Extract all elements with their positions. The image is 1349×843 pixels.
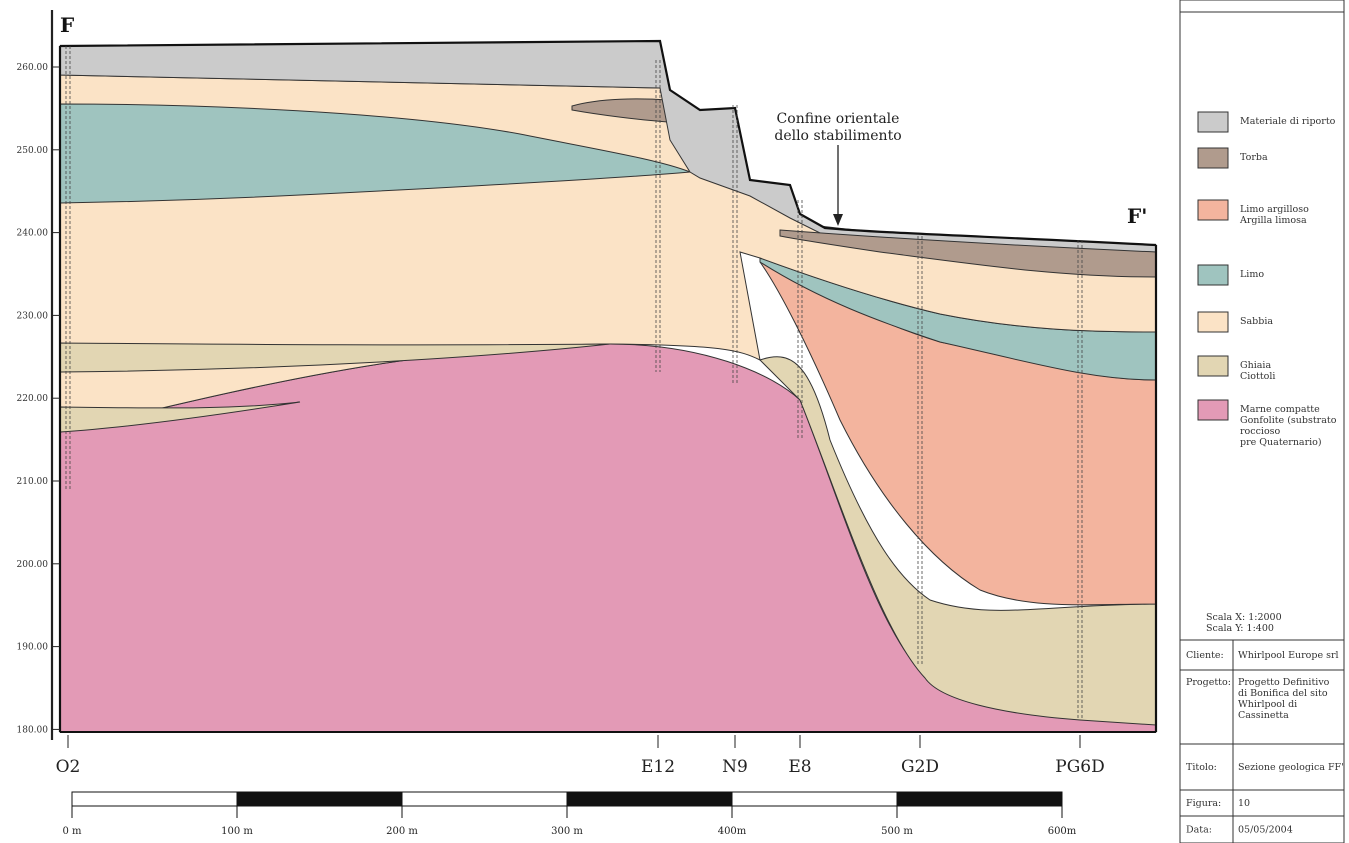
- title-block-value: Whirlpool Europe srl: [1238, 650, 1339, 661]
- well-label: E8: [788, 757, 811, 777]
- elevation-tick-label: 250.00: [17, 146, 49, 156]
- well-label: PG6D: [1055, 757, 1104, 777]
- legend-swatch: [1197, 311, 1229, 333]
- elevation-tick-label: 220.00: [17, 394, 49, 404]
- well-label: O2: [56, 757, 81, 777]
- peat-layer-east: [779, 229, 1157, 278]
- scale-tick-label: 100 m: [221, 826, 253, 837]
- legend-label: roccioso: [1240, 426, 1281, 437]
- title-block-value: 05/05/2004: [1238, 825, 1293, 836]
- scale-bar-segment: [731, 791, 898, 807]
- scale-bar-segment: [71, 791, 238, 807]
- legend-label: Limo: [1240, 269, 1264, 280]
- legend-label: Materiale di riporto: [1240, 116, 1336, 127]
- legend-swatch: [1197, 147, 1229, 169]
- title-block-value: di Bonifica del sito: [1238, 688, 1328, 699]
- well-label: E12: [641, 757, 675, 777]
- elevation-tick-label: 210.00: [17, 477, 49, 487]
- legend-swatch: [1197, 399, 1229, 421]
- title-block-value: Cassinetta: [1238, 710, 1289, 721]
- gravel-lens-west-2: [59, 401, 301, 433]
- legend-swatch: [1197, 199, 1229, 221]
- annotation-arrowhead: [833, 214, 843, 226]
- legend-label: pre Quaternario): [1240, 437, 1322, 448]
- well-lines: O2 E12 N9 E8 G2D PG6D: [56, 46, 1105, 777]
- title-block-key: Figura:: [1186, 798, 1221, 809]
- elevation-axis: 260.00 250.00 240.00 230.00 220.00 210.00 200.…: [17, 10, 60, 740]
- legend-panel-frame: [1179, 0, 1345, 843]
- annotation-line-1: Confine orientale: [777, 111, 900, 127]
- legend-label: Argilla limosa: [1239, 215, 1307, 226]
- ground-surface-line: [59, 39, 1157, 247]
- well-label: G2D: [901, 757, 939, 777]
- scale-bar-segment: [896, 791, 1063, 807]
- legend-label: Marne compatte: [1240, 404, 1320, 415]
- boundary-annotation: Confine orientale dello stabilimento: [774, 111, 902, 226]
- gravel-layer-deep: [759, 356, 1157, 726]
- title-block-value: 10: [1238, 798, 1250, 809]
- scale-bar-segment: [401, 791, 568, 807]
- title-block-key: Progetto:: [1186, 677, 1231, 688]
- legend-swatch: [1197, 264, 1229, 286]
- scale-tick-label: 200 m: [386, 826, 418, 837]
- elevation-tick-label: 190.00: [17, 643, 49, 653]
- legend-label: Limo argilloso: [1240, 204, 1309, 215]
- legend-label: Ciottoli: [1240, 371, 1275, 382]
- scale-tick-label: 500 m: [881, 826, 913, 837]
- scale-tick-label: 400m: [718, 826, 747, 837]
- stratigraphic-layers: [58, 39, 1158, 733]
- title-block-value: Sezione geologica FF': [1238, 762, 1344, 773]
- elevation-tick-label: 260.00: [17, 63, 49, 73]
- annotation-line-2: dello stabilimento: [774, 128, 901, 144]
- distance-scale-bar: 0 m 100 m 200 m 300 m 400m 500 m 600m: [62, 791, 1077, 837]
- legend-label: Ghiaia: [1240, 360, 1271, 371]
- gravel-lens-west: [59, 342, 611, 373]
- scale-text: Scala X: 1:2000: [1206, 612, 1282, 623]
- title-block-key: Titolo:: [1186, 762, 1217, 773]
- scale-tick-label: 600m: [1048, 826, 1077, 837]
- elevation-tick-label: 180.00: [17, 725, 49, 735]
- scale-tick-label: 300 m: [551, 826, 583, 837]
- scale-bar-segment: [236, 791, 403, 807]
- well-label: N9: [722, 757, 748, 777]
- scale-text: Scala Y: 1:400: [1206, 623, 1274, 634]
- title-block-key: Data:: [1186, 825, 1212, 836]
- title-block-value: Progetto Definitivo: [1238, 677, 1330, 688]
- legend-label: Torba: [1240, 152, 1268, 163]
- legend-label: Gonfolite (substrato: [1240, 415, 1337, 426]
- title-block-key: Cliente:: [1186, 650, 1224, 661]
- legend-label: Sabbia: [1240, 316, 1273, 327]
- scale-tick-label: 0 m: [62, 826, 82, 837]
- elevation-tick-label: 230.00: [17, 311, 49, 321]
- section-end-label: F': [1127, 204, 1147, 228]
- elevation-tick-label: 240.00: [17, 229, 49, 239]
- elevation-tick-label: 200.00: [17, 560, 49, 570]
- title-block-value: Whirlpool di: [1238, 699, 1297, 710]
- legend-swatch: [1197, 111, 1229, 133]
- legend-swatch: [1197, 355, 1229, 377]
- scale-bar-segment: [566, 791, 733, 807]
- section-start-label: F: [60, 13, 74, 37]
